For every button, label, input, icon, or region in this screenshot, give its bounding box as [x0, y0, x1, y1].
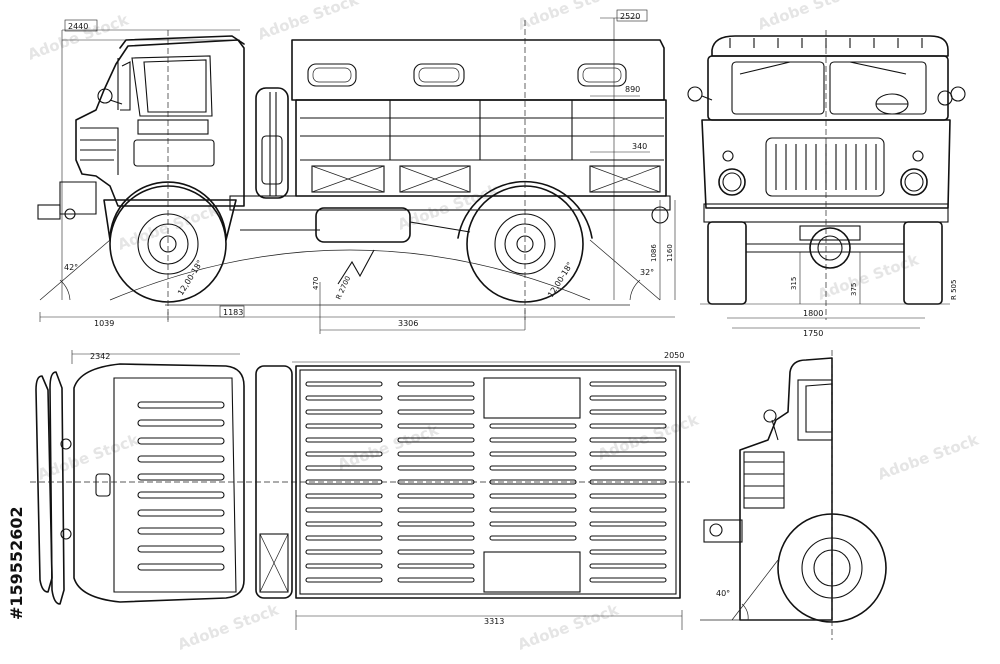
dim-1183: 1183: [223, 308, 243, 317]
dim-1086: 1086: [650, 244, 658, 262]
svg-text:Adobe Stock: Adobe Stock: [175, 600, 282, 653]
dim-front-overhang: 1039: [94, 319, 114, 328]
dim-approach-angle: 42°: [64, 263, 78, 272]
dim-width-cab: 2342: [90, 352, 110, 361]
side-view: 2440 2520 890 340 1086 1160: [37, 9, 676, 334]
dim-ground-clearance: 470: [312, 277, 320, 290]
dim-track-1750: 1750: [803, 329, 823, 338]
dim-clear-315: 315: [790, 277, 798, 290]
dim-1160: 1160: [666, 244, 674, 262]
dim-detail-angle: 40°: [716, 589, 730, 598]
dim-height-tarp: 2520: [620, 12, 640, 21]
front-view: 1800 1750 315 375 R 505: [687, 30, 966, 338]
svg-text:Adobe Stock: Adobe Stock: [395, 180, 502, 233]
dim-radius-505: R 505: [950, 280, 958, 300]
dim-wheelbase: 3306: [398, 319, 418, 328]
dim-340: 340: [632, 142, 647, 151]
dim-width-body: 2050: [664, 351, 684, 360]
svg-text:Adobe Stock: Adobe Stock: [755, 0, 862, 34]
svg-text:Adobe Stock: Adobe Stock: [515, 0, 622, 34]
top-view: 2342 2050 3313: [30, 350, 690, 630]
dim-track-1800: 1800: [803, 309, 823, 318]
watermark-pattern: Adobe Stock Adobe Stock Adobe Stock Adob…: [25, 0, 982, 654]
svg-text:Adobe Stock: Adobe Stock: [815, 250, 922, 303]
svg-text:Adobe Stock: Adobe Stock: [875, 430, 982, 483]
dim-clear-375: 375: [850, 283, 858, 296]
svg-text:Adobe Stock: Adobe Stock: [515, 600, 622, 653]
dim-890: 890: [625, 85, 640, 94]
dim-height-cab: 2440: [68, 22, 88, 31]
dim-departure-angle: 32°: [640, 268, 654, 277]
dim-body-length: 3313: [484, 617, 504, 626]
svg-text:Adobe Stock: Adobe Stock: [115, 200, 222, 253]
dim-ramp-radius: R 2700: [335, 275, 353, 301]
stock-id: #159552602: [7, 506, 26, 620]
svg-text:Adobe Stock: Adobe Stock: [255, 0, 362, 44]
svg-text:Adobe Stock: Adobe Stock: [25, 10, 132, 63]
detail-view: 40°: [700, 350, 887, 640]
